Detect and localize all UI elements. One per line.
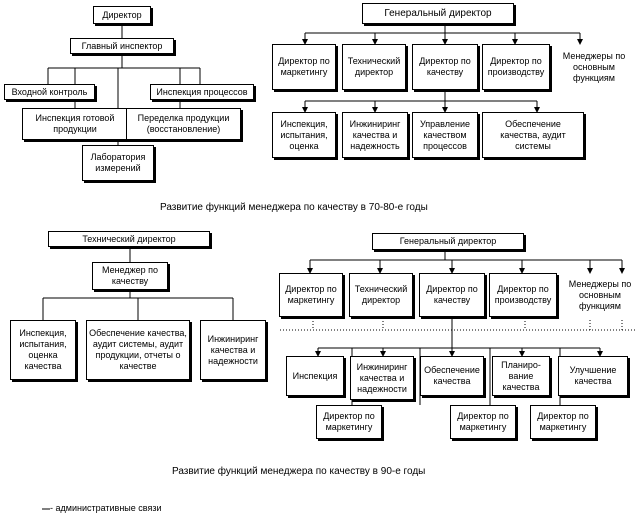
quality-assurance-box: Обеспечение качества, аудит системы	[482, 112, 584, 158]
quality-engineering-box: Инжиниринг качества и надежность	[342, 112, 408, 158]
marketing-director-box: Директор по маркетингу	[530, 405, 596, 439]
production-director-box: Директор по производству	[482, 44, 550, 90]
marketing-director-box: Директор по маркетингу	[450, 405, 516, 439]
marketing-director-box: Директор по маркетингу	[316, 405, 382, 439]
production-director-box: Директор по производству	[489, 273, 557, 317]
technical-director-box: Технический директор	[342, 44, 406, 90]
process-inspection-box: Инспекция процессов	[150, 84, 254, 100]
quality-improvement-box: Улучшение качества	[558, 356, 628, 396]
inspection-testing-box: Инспекция, испытания, оценка	[272, 112, 336, 158]
quality-planning-box: Планиро-вание качества	[492, 356, 550, 396]
finished-product-inspection-box: Инспекция готовой продукции	[22, 108, 128, 140]
inspection-box: Инспекция	[286, 356, 344, 396]
incoming-control-box: Входной контроль	[4, 84, 95, 100]
marketing-director-box: Директор по маркетингу	[279, 273, 343, 317]
chief-inspector-box: Главный инспектор	[70, 38, 174, 54]
process-quality-management-box: Управление качеством процессов	[412, 112, 478, 158]
quality-engineering-box: Инжиниринг качества и надежности	[200, 320, 266, 380]
inspection-testing-box: Инспекция, испытания, оценка качества	[10, 320, 76, 380]
general-director-box: Генеральный директор	[372, 233, 524, 250]
quality-manager-box: Менеджер по качеству	[92, 262, 168, 290]
quality-assurance-box: Обеспечение качества	[420, 356, 484, 396]
legend-symbol: —	[36, 503, 46, 514]
technical-director-box: Технический директор	[48, 231, 210, 247]
technical-director-box: Технический директор	[349, 273, 413, 317]
function-managers-label: Менеджеры по основным функциям	[568, 278, 632, 311]
quality-engineering-box: Инжиниринг качества и надежности	[350, 356, 414, 400]
caption-90: Развитие функций менеджера по качеству в…	[172, 466, 426, 477]
caption-70-80: Развитие функций менеджера по качеству в…	[160, 202, 428, 213]
legend-text: - административные связи	[50, 503, 162, 513]
general-director-box: Генеральный директор	[362, 3, 514, 24]
quality-director-box: Директор по качеству	[412, 44, 478, 90]
measurement-lab-box: Лаборатория измерений	[82, 145, 154, 181]
product-rework-box: Переделка продукции (восстановление)	[126, 108, 241, 140]
marketing-director-box: Директор по маркетингу	[272, 44, 336, 90]
quality-director-box: Директор по качеству	[419, 273, 485, 317]
director-box: Директор	[93, 6, 151, 24]
quality-assurance-audit-box: Обеспечение качества, аудит системы, ауд…	[86, 320, 190, 380]
function-managers-label: Менеджеры по основным функциям	[562, 50, 626, 83]
